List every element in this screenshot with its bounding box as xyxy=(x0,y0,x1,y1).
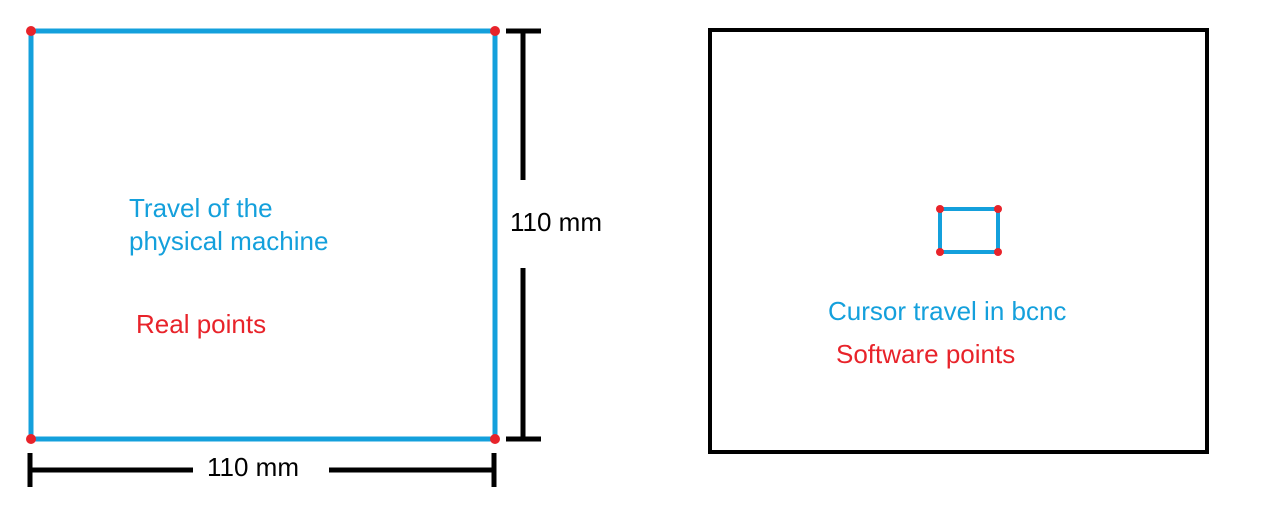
physical-travel-group xyxy=(26,26,500,444)
software-point-bottom-right xyxy=(994,248,1002,256)
real-point-top-right xyxy=(490,26,500,36)
cursor-travel-label: Cursor travel in bcnc xyxy=(828,296,1067,326)
real-points-label: Real points xyxy=(136,309,267,339)
height-dimension-label: 110 mm xyxy=(510,207,602,237)
width-dimension-label: 110 mm xyxy=(207,452,299,482)
real-point-bottom-left xyxy=(26,434,36,444)
physical-travel-label-line2: physical machine xyxy=(129,226,329,256)
cursor-travel-group xyxy=(936,205,1002,256)
software-point-top-left xyxy=(936,205,944,213)
software-point-bottom-left xyxy=(936,248,944,256)
cursor-travel-rect xyxy=(938,207,1000,254)
height-dimension-line xyxy=(506,28,541,442)
software-point-top-right xyxy=(994,205,1002,213)
real-point-top-left xyxy=(26,26,36,36)
software-points-label: Software points xyxy=(836,339,1016,369)
physical-travel-label-line1: Travel of the xyxy=(129,193,273,223)
width-dimension-line xyxy=(27,453,497,487)
software-viewport-frame xyxy=(708,28,1209,454)
physical-travel-square xyxy=(28,28,498,442)
real-point-bottom-right xyxy=(490,434,500,444)
